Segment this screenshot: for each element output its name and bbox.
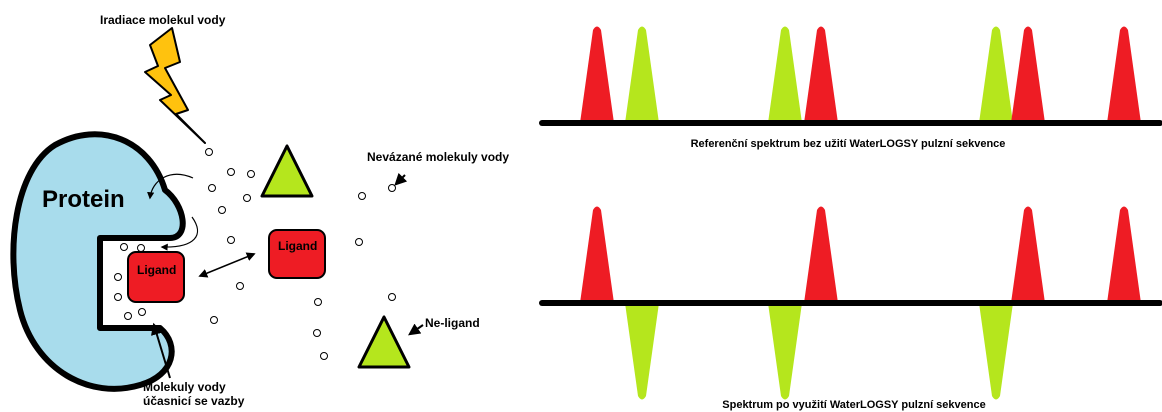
transfer-curve-2 [160, 216, 198, 251]
water-molecule [120, 243, 128, 251]
bound-water-label-line1: Molekuly vody [143, 380, 226, 394]
unbound-water-pointer [394, 172, 408, 186]
water-molecule [124, 312, 132, 320]
bound-water-label-line2: účasnicí se vazby [143, 394, 245, 408]
water-molecule [247, 170, 255, 178]
water-molecule [227, 168, 235, 176]
water-molecule [210, 316, 218, 324]
ligand-peak-4 [804, 206, 838, 303]
water-molecule [137, 244, 145, 252]
water-molecule [388, 293, 396, 301]
protein-shape [10, 131, 186, 392]
water-molecule [227, 236, 235, 244]
water-molecule [138, 308, 146, 316]
protein-label: Protein [42, 186, 125, 213]
irradiation-label: Iradiace molekul vody [100, 13, 226, 27]
ligand-peak-4 [804, 26, 838, 123]
bound-water-pointer [151, 322, 171, 379]
non-ligand-label: Ne-ligand [425, 316, 480, 330]
water-molecule [218, 206, 226, 214]
water-molecule [320, 352, 328, 360]
ligand-peak-6 [1011, 206, 1045, 303]
non-ligand-pointer [408, 323, 424, 336]
water-molecule [243, 194, 251, 202]
non-ligand-peak-5 [979, 26, 1013, 123]
non-ligand-triangle-2 [357, 315, 411, 369]
water-molecule [313, 329, 321, 337]
ligand-peak-1 [580, 26, 614, 123]
unbound-water-label: Nevázané molekuly vody [367, 150, 509, 164]
ligand-peak-6 [1011, 26, 1045, 123]
water-molecule [388, 184, 396, 192]
non-ligand-peak-2 [625, 26, 659, 123]
water-molecule [355, 238, 363, 246]
ligand-peak-7 [1107, 26, 1141, 123]
water-molecule [208, 184, 216, 192]
water-molecule [236, 282, 244, 290]
ligand-bound [127, 251, 185, 303]
non-ligand-peak-2 [625, 303, 659, 400]
non-ligand-peak-3 [768, 303, 802, 400]
water-molecule [114, 273, 122, 281]
non-ligand-peak-5 [979, 303, 1013, 400]
exchange-arrow [198, 252, 256, 278]
ligand-free-label: Ligand [278, 239, 317, 253]
non-ligand-triangle-1 [260, 144, 314, 198]
non-ligand-peak-3 [768, 26, 802, 123]
ligand-peak-7 [1107, 206, 1141, 303]
waterlogsy-spectrum-caption: Spektrum po využití WaterLOGSY pulzní se… [722, 399, 985, 411]
spectrum-waterlogsy [580, 206, 1141, 400]
water-molecule [114, 293, 122, 301]
reference-spectrum-caption: Referenční spektrum bez užití WaterLOGSY… [691, 138, 1006, 150]
transfer-curve-1 [147, 173, 194, 200]
ligand-free [268, 229, 326, 279]
water-molecule [205, 148, 213, 156]
water-molecule [314, 298, 322, 306]
ligand-peak-1 [580, 206, 614, 303]
spectrum-reference [580, 26, 1141, 123]
ligand-bound-label: Ligand [137, 263, 176, 277]
water-molecules [114, 148, 396, 360]
water-molecule [358, 192, 366, 200]
lightning-icon [144, 27, 206, 144]
